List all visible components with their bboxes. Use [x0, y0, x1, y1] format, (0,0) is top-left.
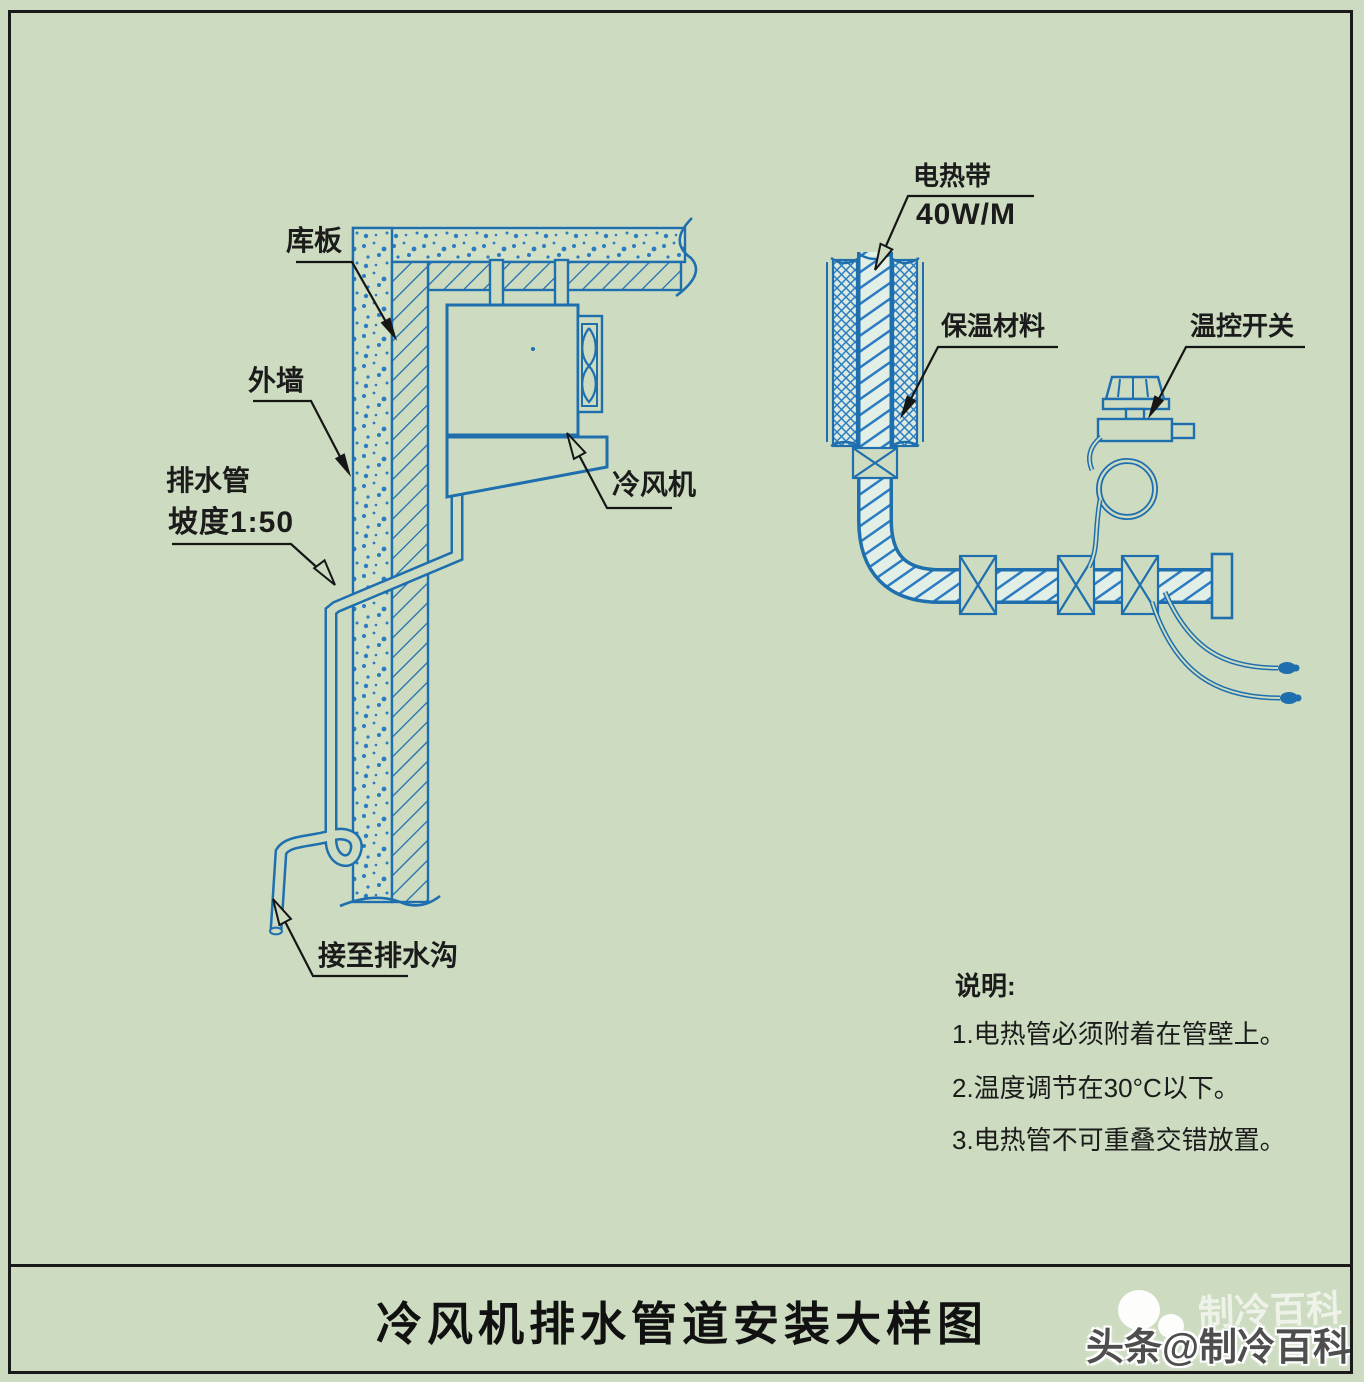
air-cooler-unit [445, 303, 609, 499]
power-wires [1149, 591, 1302, 704]
watermark-text: 头条@制冷百科 [1086, 1327, 1352, 1369]
capillary-coil [1086, 435, 1158, 569]
note-item-2: 2.温度调节在30°C以下。 [952, 1073, 1240, 1103]
note-item-1: 1.电热管必须附着在管壁上。 [952, 1019, 1286, 1049]
drain-pan [445, 435, 609, 499]
label-air-cooler: 冷风机 [612, 469, 697, 500]
label-storage-panel: 库板 [286, 225, 343, 256]
break-lines [339, 217, 698, 908]
label-heating-tape-rating: 40W/M [916, 198, 1017, 231]
label-heating-tape: 电热带 [913, 161, 992, 191]
wire-plug [1278, 662, 1302, 704]
label-thermostat-switch: 温控开关 [1190, 311, 1295, 341]
label-to-drain-ditch: 接至排水沟 [318, 940, 459, 971]
label-drain-slope: 坡度1:50 [168, 506, 295, 539]
watermark-logo-blob-small [1158, 1314, 1184, 1338]
label-drain-pipe: 排水管 [166, 465, 251, 496]
pipe-outlet [269, 926, 283, 936]
drawing-title: 冷风机排水管道安装大样图 [376, 1298, 988, 1350]
exterior-wall-layer [351, 226, 687, 904]
heating-tape-pipe [857, 252, 1212, 604]
leader-lines [172, 194, 1305, 978]
strap-bands [851, 446, 1160, 616]
watermark-logo-blob [1118, 1290, 1160, 1330]
pipe-jacket-lines [826, 262, 924, 442]
note-item-3: 3.电热管不可重叠交错放置。 [952, 1125, 1286, 1155]
label-exterior-wall: 外墙 [248, 365, 305, 396]
notes-heading: 说明: [955, 971, 1016, 1001]
leader-arrows [272, 242, 1165, 927]
label-insulation-material: 保温材料 [941, 311, 1046, 341]
fan [576, 314, 604, 414]
title-band-divider [10, 1264, 1353, 1267]
drain-pipe [269, 468, 464, 936]
thermostat [1096, 375, 1196, 443]
pipe-flange [1210, 552, 1234, 620]
insulation-strips [830, 252, 920, 448]
